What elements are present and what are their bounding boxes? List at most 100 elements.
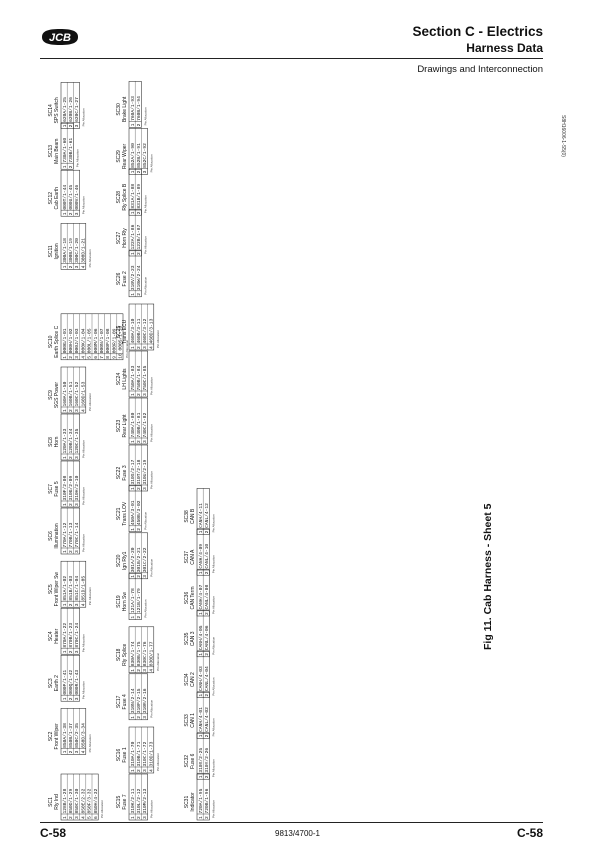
section-title: Section C - Electrics — [412, 24, 543, 39]
connector-name: Earth Splice C — [54, 325, 60, 357]
connector-id: SC2 — [48, 731, 54, 741]
pin-entry: 4 310D/1-73 — [148, 741, 154, 772]
pin-entry: 1 CANH/4-07 — [198, 584, 204, 615]
connector-name: SGS Power — [54, 382, 60, 408]
connector-note: Pin Allocation — [143, 599, 147, 617]
pin-table-frame — [128, 397, 148, 445]
pin-entry: 3 870C/1-24 — [74, 623, 80, 654]
connector-note: Pin Allocation — [150, 800, 154, 818]
connector-name: Horn Rly — [122, 228, 128, 248]
svg-text:JCB: JCB — [49, 32, 71, 44]
connector-id: SC17 — [116, 695, 122, 708]
pin-entry: 3 830C/1-76 — [142, 641, 148, 672]
connector-name: Rear Wiper — [122, 143, 128, 169]
pin-entry: 10 000S/1-10 — [118, 325, 124, 358]
pin-entry: 3 740C/1-82 — [142, 412, 148, 443]
pin-entry: 2 301B/2-21 — [136, 547, 142, 578]
connector-id: SC23 — [116, 420, 122, 433]
connector-name: CAN A — [190, 549, 196, 565]
connector-note: Pin Allocation — [88, 393, 92, 411]
connector-name: CAN 1 — [190, 713, 196, 728]
connector-name: Heater — [54, 628, 60, 643]
connector-note: Pin Allocation — [88, 734, 92, 752]
page-number-left: C-58 — [40, 826, 67, 840]
pin-entry: 3 310C/1-72 — [142, 741, 148, 772]
connector-id: SC11 — [48, 245, 54, 257]
connector-note: Pin Allocation — [211, 718, 215, 736]
connector-id: SC28 — [116, 191, 122, 204]
pin-entry: 1 310N/2-14 — [130, 688, 136, 719]
connector-note: Pin Allocation — [143, 195, 147, 213]
connector-id: SC20 — [116, 554, 122, 567]
connector-id: SC15 — [116, 796, 122, 809]
pin-entry: 5 850F/3-32 — [87, 788, 93, 819]
connector-note: Pin Allocation — [82, 196, 86, 214]
pin-entry: 6 850H/4-32 — [93, 788, 99, 819]
connector-note: Pin Allocation — [100, 800, 104, 818]
connector-id: SC18 — [116, 648, 122, 661]
pin-entry: 1 870A/1-22 — [62, 623, 68, 654]
pin-entry: 1 310X/2-25 — [198, 748, 204, 779]
pin-entry: 3 301C/2-22 — [142, 547, 148, 578]
pin-entry: 1 760A/1-93 — [130, 96, 136, 127]
connector-name: SPS Switch — [54, 97, 60, 123]
connector-name: Cab Earth — [54, 187, 60, 210]
connector-id: SC30 — [116, 103, 122, 116]
connector-id: SC35 — [184, 632, 190, 645]
pin-entry: 2 CANL/4-04 — [204, 666, 210, 697]
pin-entry: 2 870B/1-23 — [68, 623, 74, 654]
connector-note: Pin Allocation — [211, 636, 215, 654]
pin-entry: 2 851B/1-03 — [68, 576, 74, 607]
pin-entry: 1 000P/1-41 — [62, 670, 68, 701]
connector-id: SC8 — [48, 437, 54, 447]
pin-entry: 2 730B/1-61 — [68, 138, 74, 169]
connector-id: SC16 — [116, 749, 122, 762]
connector-id: SC22 — [116, 467, 122, 480]
pin-table-frame — [128, 128, 148, 175]
pin-entry: 1 CANH/4-03 — [198, 666, 204, 697]
connector-id: SC34 — [184, 673, 190, 686]
footer-rule — [40, 822, 543, 823]
pin-entry: 2 770B/1-13 — [68, 522, 74, 553]
pin-entry: 3 852C/1-92 — [142, 143, 148, 174]
connector-note: Pin Allocation — [125, 339, 129, 357]
pin-entry: 2 310W/2-24 — [136, 265, 142, 296]
pin-entry: 3 300C/1-20 — [74, 238, 80, 269]
pin-entry: 2 460B/3-11 — [136, 318, 142, 349]
pin-entry: 2 850D/1-29 — [68, 788, 74, 819]
pin-entry: 2 CANL/4-02 — [204, 707, 210, 738]
pin-entry: 4 830D/1-77 — [148, 641, 154, 672]
connector-name: Front Wiper — [54, 723, 60, 749]
connector-id: SC12 — [48, 192, 54, 205]
pin-entry: 2 750B/1-84 — [136, 365, 142, 396]
section-subtitle: Harness Data — [466, 41, 543, 55]
pin-entry: 7 000N/1-07 — [99, 328, 105, 359]
pin-entry: 2 760B/1-94 — [136, 96, 142, 127]
pin-entry: 3 770C/1-14 — [74, 522, 80, 553]
connector-id: SC4 — [48, 631, 54, 641]
connector-id: SC7 — [48, 484, 54, 494]
connector-id: SC10 — [48, 335, 54, 348]
pin-entry: 4 000K/1-04 — [80, 328, 86, 359]
pin-entry: 2 CANL/4-08 — [204, 584, 210, 615]
connector-name: Earth 2 — [54, 675, 60, 691]
connector-name: Indicator — [190, 792, 196, 812]
connector-name: Ign Rly1 — [122, 551, 128, 570]
connector-name: CAN B — [190, 508, 196, 524]
pin-entry: 3 850C/1-30 — [74, 788, 80, 819]
